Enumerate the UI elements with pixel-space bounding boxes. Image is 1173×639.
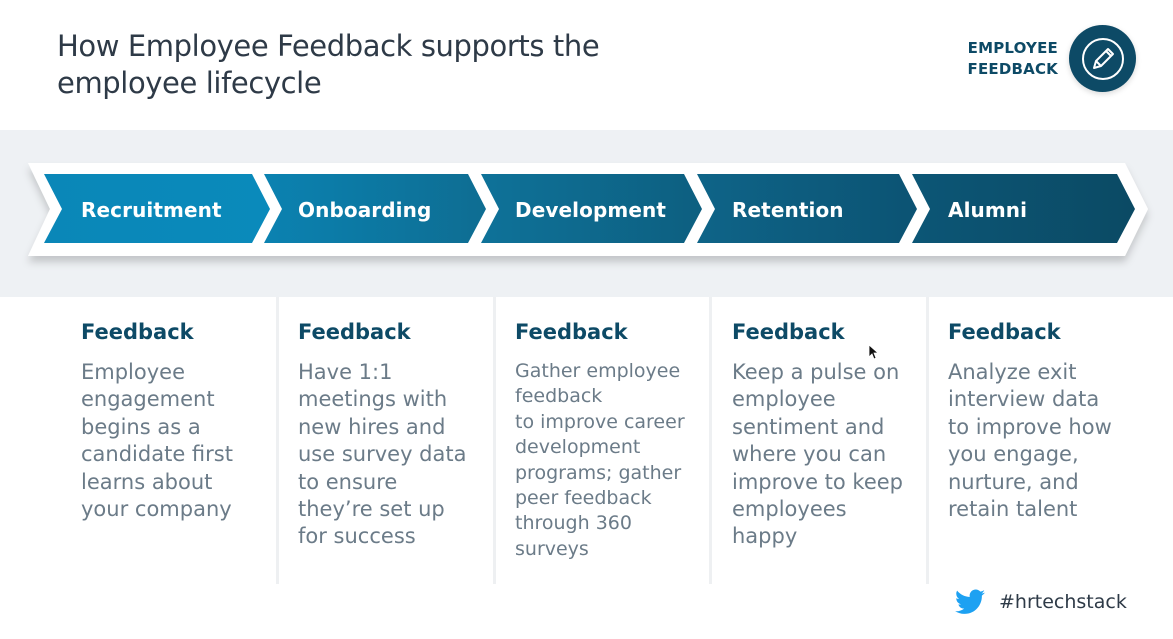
stage-label-onboarding: Onboarding — [298, 198, 432, 222]
column-text: Employee engagement begins as a candidat… — [81, 360, 233, 522]
brand-label-line2: FEEDBACK — [967, 60, 1058, 78]
brand-label: EMPLOYEE FEEDBACK — [950, 38, 1058, 80]
stage-label-recruitment: Recruitment — [81, 198, 222, 222]
twitter-bird-icon — [955, 589, 985, 614]
header: How Employee Feedback supports the emplo… — [0, 0, 1173, 130]
chevron-recruitment — [44, 174, 270, 243]
column-divider — [493, 297, 496, 584]
column-text: Gather employee feedback to improve care… — [515, 360, 685, 560]
pencil-icon — [1081, 37, 1124, 80]
chevron-development — [481, 174, 702, 243]
feedback-column-alumni: Feedback Analyze exit interview data to … — [948, 297, 1138, 584]
brand-badge — [1069, 25, 1136, 92]
column-heading: Feedback — [298, 320, 411, 344]
column-divider — [709, 297, 712, 584]
column-divider — [926, 297, 929, 584]
lifecycle-flow — [28, 163, 1148, 256]
chevron-alumni — [912, 174, 1135, 243]
column-heading: Feedback — [732, 320, 845, 344]
feedback-columns: Feedback Employee engagement begins as a… — [0, 297, 1173, 587]
feedback-column-development: Feedback Gather employee feedback to imp… — [515, 297, 705, 584]
mouse-cursor-icon — [868, 344, 880, 360]
chevron-onboarding — [264, 174, 486, 243]
page-title: How Employee Feedback supports the emplo… — [57, 29, 600, 100]
column-heading: Feedback — [81, 320, 194, 344]
stage-label-development: Development — [515, 198, 666, 222]
footer: #hrtechstack — [955, 588, 1127, 616]
column-heading: Feedback — [948, 320, 1061, 344]
feedback-column-retention: Feedback Keep a pulse on employee sentim… — [732, 297, 922, 584]
column-heading: Feedback — [515, 320, 628, 344]
feedback-column-recruitment: Feedback Employee engagement begins as a… — [81, 297, 271, 584]
stage-label-alumni: Alumni — [948, 198, 1028, 222]
column-text: Have 1:1 meetings with new hires and use… — [298, 360, 467, 549]
stage-label-retention: Retention — [732, 198, 844, 222]
column-text: Keep a pulse on employee sentiment and w… — [732, 360, 904, 549]
feedback-column-onboarding: Feedback Have 1:1 meetings with new hire… — [298, 297, 488, 584]
hashtag: #hrtechstack — [999, 591, 1127, 613]
column-divider — [276, 297, 279, 584]
column-text: Analyze exit interview data to improve h… — [948, 360, 1112, 522]
chevron-retention — [697, 174, 917, 243]
brand-label-line1: EMPLOYEE — [967, 39, 1058, 57]
